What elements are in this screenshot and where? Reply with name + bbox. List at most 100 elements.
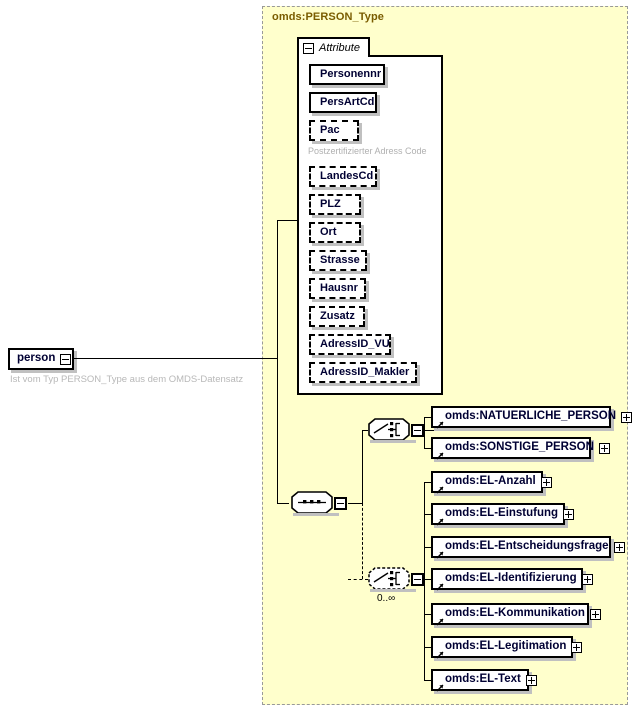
- connector-choice1-child-2: [424, 448, 432, 449]
- connector-choice2-child-3: [424, 547, 432, 548]
- element-label: omds:EL-Identifizierung: [445, 572, 577, 585]
- reference-arrow-icon: [436, 416, 444, 429]
- connector-sequence-choice2: [362, 503, 363, 579]
- choice2-shadow: [370, 589, 416, 592]
- connector-choice2-child-4: [424, 579, 432, 580]
- minus-box-icon[interactable]: [334, 496, 347, 510]
- element-el-kommunikation[interactable]: omds:EL-Kommunikation: [431, 603, 601, 626]
- minus-box-icon[interactable]: [411, 423, 424, 437]
- plus-box-icon[interactable]: [621, 411, 633, 423]
- minus-box-icon[interactable]: [60, 353, 72, 365]
- minus-box-icon[interactable]: [303, 42, 314, 54]
- element-label: omds:EL-Legitimation: [445, 640, 567, 653]
- element-el-entscheidungsfrage[interactable]: omds:EL-Entscheidungsfrage: [431, 536, 625, 559]
- connector-choice1-out: [424, 430, 434, 431]
- choice1-shadow: [370, 440, 416, 443]
- plus-box-icon[interactable]: [563, 508, 575, 520]
- attribute-zusatz[interactable]: Zusatz: [309, 306, 365, 327]
- element-label: omds:EL-Entscheidungsfrage: [445, 540, 609, 553]
- root-element-person[interactable]: person: [8, 348, 74, 370]
- connector-choice2-child-5: [424, 614, 432, 615]
- tab-seam: [299, 55, 367, 58]
- attribute-label: LandesCd: [320, 170, 374, 182]
- attribute-label: Ort: [320, 226, 337, 238]
- sequence-shadow: [293, 513, 339, 516]
- attribute-label: AdressID_VU: [320, 338, 390, 350]
- connector-choice2-child-2: [424, 514, 432, 515]
- element-el-anzahl[interactable]: omds:EL-Anzahl: [431, 471, 552, 494]
- sequence-icon: [289, 491, 335, 515]
- element-sonstige-person[interactable]: omds:SONSTIGE_PERSON: [431, 437, 610, 460]
- attribute-strasse[interactable]: Strasse: [309, 250, 367, 271]
- element-label: omds:SONSTIGE_PERSON: [445, 441, 594, 454]
- plus-box-icon[interactable]: [613, 541, 625, 553]
- connector-choice2-child-1: [424, 482, 432, 483]
- element-el-legitimation[interactable]: omds:EL-Legitimation: [431, 636, 583, 659]
- connector-sequence-choice1: [362, 430, 363, 504]
- complex-type-title: omds:PERSON_Type: [272, 11, 385, 23]
- element-natuerliche-person[interactable]: omds:NATUERLICHE_PERSON: [431, 406, 633, 429]
- reference-arrow-icon: [436, 613, 444, 626]
- reference-arrow-icon: [436, 513, 444, 526]
- element-el-text[interactable]: omds:EL-Text: [431, 669, 537, 692]
- connector-trunk-attributes: [277, 220, 299, 221]
- element-label: omds:EL-Einstufung: [445, 507, 559, 520]
- attribute-personennr[interactable]: Personennr: [309, 64, 385, 85]
- choice-icon: [366, 567, 412, 591]
- connector-trunk-vertical: [277, 220, 278, 503]
- connector-choice2-in: [348, 579, 368, 580]
- plus-box-icon[interactable]: [598, 442, 610, 454]
- occurrence-label: 0..∞: [377, 593, 396, 604]
- element-el-einstufung[interactable]: omds:EL-Einstufung: [431, 503, 575, 526]
- reference-arrow-icon: [436, 447, 444, 460]
- attribute-adressid-vu[interactable]: AdressID_VU: [309, 334, 391, 355]
- reference-arrow-icon: [436, 646, 444, 659]
- element-label: omds:NATUERLICHE_PERSON: [445, 410, 617, 423]
- attribute-label: Strasse: [320, 254, 360, 266]
- plus-box-icon[interactable]: [525, 674, 537, 686]
- connector-trunk-sequence: [277, 503, 289, 504]
- reference-arrow-icon: [436, 481, 444, 494]
- connector-choice1-bus: [424, 417, 425, 448]
- attribute-panel-tab[interactable]: Attribute: [297, 37, 370, 57]
- connector-choice2-bus: [424, 482, 425, 681]
- plus-box-icon[interactable]: [540, 476, 552, 488]
- reference-arrow-icon: [436, 679, 444, 692]
- connector-choice2-child-6: [424, 647, 432, 648]
- attribute-label: PersArtCd: [320, 96, 375, 108]
- plus-box-icon[interactable]: [581, 573, 593, 585]
- attribute-landescd[interactable]: LandesCd: [309, 166, 377, 187]
- attribute-label: Personennr: [320, 68, 382, 80]
- connector-person-trunk: [74, 358, 278, 359]
- attribute-ort[interactable]: Ort: [309, 222, 361, 243]
- choice-compositor-optional[interactable]: [366, 567, 424, 591]
- element-label: omds:EL-Kommunikation: [445, 607, 585, 620]
- attribute-pac[interactable]: Pac: [309, 120, 359, 141]
- attribute-plz[interactable]: PLZ: [309, 194, 361, 215]
- connector-choice1-child-1: [424, 417, 432, 418]
- attribute-adressid-makler[interactable]: AdressID_Makler: [309, 362, 417, 383]
- choice-compositor-required[interactable]: [366, 418, 424, 442]
- attribute-label: Zusatz: [320, 310, 355, 322]
- element-el-identifizierung[interactable]: omds:EL-Identifizierung: [431, 568, 593, 591]
- attribute-label: Hausnr: [320, 282, 358, 294]
- reference-arrow-icon: [436, 546, 444, 559]
- minus-box-icon[interactable]: [411, 572, 424, 586]
- root-element-label: person: [17, 352, 56, 365]
- root-element-note: Ist vom Typ PERSON_Type aus dem OMDS-Dat…: [10, 374, 244, 385]
- connector-sequence-out: [348, 503, 362, 504]
- connector-choice1-in: [362, 430, 368, 431]
- element-label: omds:EL-Anzahl: [445, 475, 536, 488]
- attribute-hausnr[interactable]: Hausnr: [309, 278, 366, 299]
- choice-icon: [366, 418, 412, 442]
- attribute-pac-note: Postzertifizierter Adress Code: [308, 146, 427, 156]
- plus-box-icon[interactable]: [571, 641, 583, 653]
- attribute-panel-tab-label: Attribute: [319, 42, 360, 54]
- attribute-persartcd[interactable]: PersArtCd: [309, 92, 377, 113]
- sequence-compositor[interactable]: [289, 491, 347, 515]
- element-label: omds:EL-Text: [445, 673, 521, 686]
- attribute-label: AdressID_Makler: [320, 366, 410, 378]
- plus-box-icon[interactable]: [589, 608, 601, 620]
- attribute-label: Pac: [320, 124, 340, 136]
